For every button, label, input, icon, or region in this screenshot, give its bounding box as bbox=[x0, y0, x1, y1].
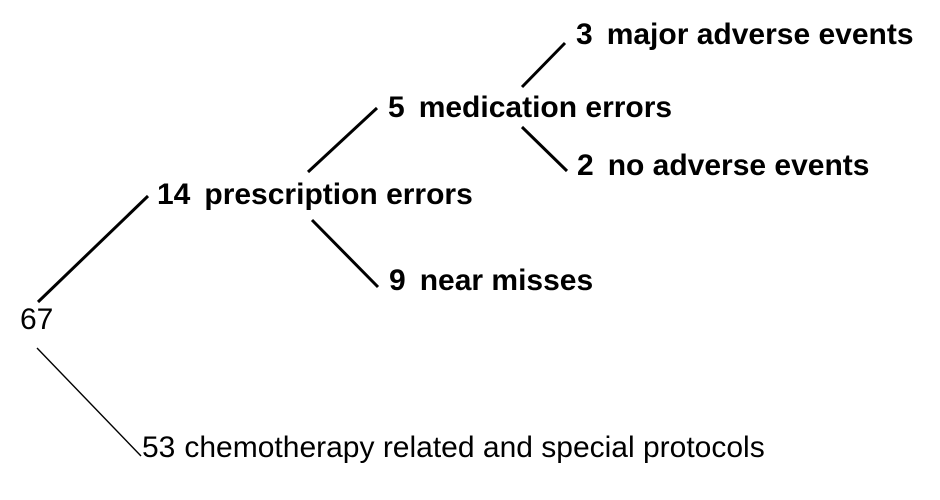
node-chemo-protocols-value: 53 bbox=[142, 431, 176, 464]
edge-medication-errors-to-major-adverse-events bbox=[520, 41, 567, 89]
node-medication-errors-value: 5 bbox=[388, 91, 405, 124]
node-near-misses-label: near misses bbox=[419, 264, 594, 297]
node-no-adverse-events-value: 2 bbox=[577, 149, 594, 182]
node-chemo-protocols-label: chemotherapy related and special protoco… bbox=[184, 431, 765, 464]
edge-prescription-errors-to-medication-errors bbox=[306, 106, 379, 174]
node-prescription-errors-value: 14 bbox=[157, 178, 191, 211]
node-prescription-errors-label: prescription errors bbox=[204, 178, 473, 211]
node-no-adverse-events: 2 no adverse events bbox=[577, 151, 869, 181]
edge-medication-errors-to-no-adverse-events bbox=[520, 125, 569, 173]
node-total: 67 bbox=[20, 305, 53, 335]
node-near-misses-value: 9 bbox=[389, 264, 406, 297]
node-chemo-protocols: 53 chemotherapy related and special prot… bbox=[142, 433, 765, 463]
node-medication-errors-label: medication errors bbox=[418, 91, 673, 124]
edge-total-to-chemo-protocols bbox=[36, 347, 142, 457]
node-major-adverse-events: 3 major adverse events bbox=[576, 20, 914, 50]
edge-total-to-prescription-errors bbox=[36, 194, 150, 304]
edge-prescription-errors-to-near-misses bbox=[310, 218, 380, 289]
node-no-adverse-events-label: no adverse events bbox=[607, 149, 870, 182]
node-major-adverse-events-label: major adverse events bbox=[606, 18, 914, 51]
node-near-misses: 9 near misses bbox=[389, 266, 593, 296]
node-major-adverse-events-value: 3 bbox=[576, 18, 593, 51]
node-total-value: 67 bbox=[20, 303, 54, 336]
node-medication-errors: 5 medication errors bbox=[388, 93, 672, 123]
node-prescription-errors: 14 prescription errors bbox=[157, 180, 473, 210]
